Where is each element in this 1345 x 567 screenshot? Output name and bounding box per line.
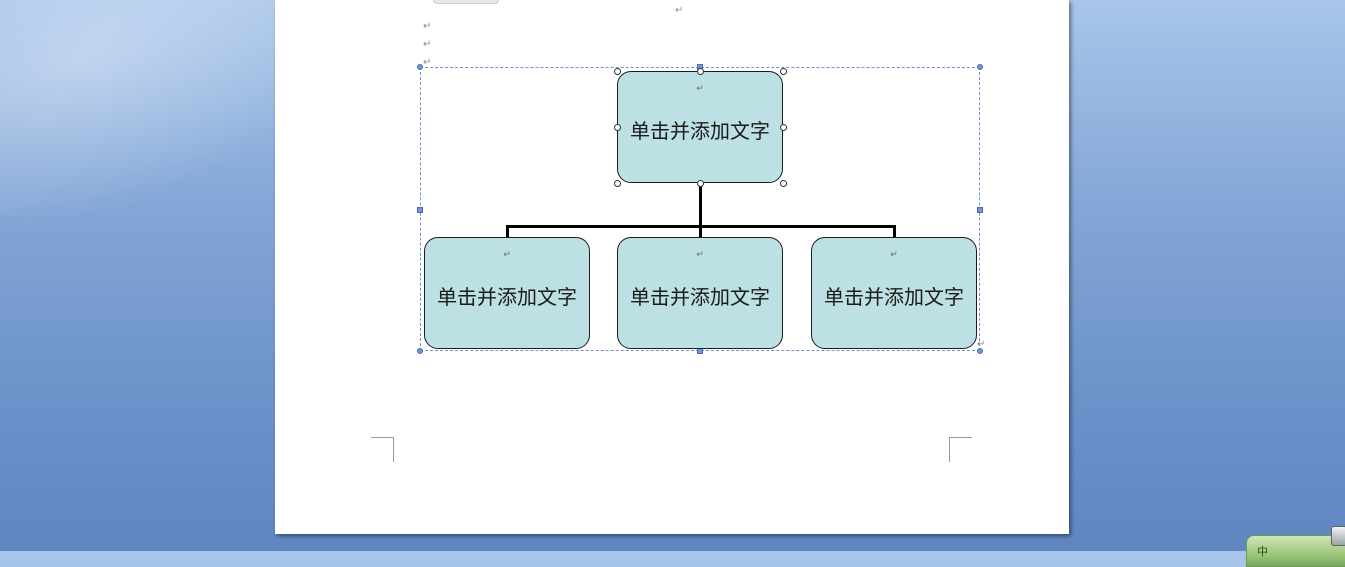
node-placeholder-text[interactable]: 单击并添加文字 <box>630 284 770 309</box>
paragraph-mark-icon: ↵ <box>890 250 898 260</box>
connector-drop-left <box>506 225 509 238</box>
page-margin-corner-right <box>949 437 972 462</box>
node-resize-handle[interactable] <box>697 180 704 187</box>
node-resize-handle[interactable] <box>780 124 787 131</box>
selection-handle-icon[interactable] <box>417 207 423 213</box>
org-chart-child-node-1[interactable]: ↵ 单击并添加文字 <box>424 237 590 349</box>
connector-drop-center <box>699 225 702 238</box>
selection-handle-icon[interactable] <box>417 64 423 70</box>
taskbar-tray[interactable]: 中 <box>1246 526 1345 567</box>
node-resize-handle[interactable] <box>614 68 621 75</box>
selection-handle-icon[interactable] <box>417 348 423 354</box>
connector-vertical-main <box>699 183 702 227</box>
tray-app-icon[interactable] <box>1331 526 1345 546</box>
node-resize-handle[interactable] <box>614 124 621 131</box>
connector-drop-right <box>893 225 896 238</box>
org-chart-child-node-3[interactable]: ↵ 单击并添加文字 <box>811 237 977 349</box>
paragraph-mark-icon: ↵ <box>423 39 432 50</box>
page-margin-corner-left <box>371 437 394 462</box>
paragraph-mark-icon: ↵ <box>675 5 684 16</box>
paragraph-mark-icon: ↵ <box>423 21 432 32</box>
node-resize-handle[interactable] <box>780 68 787 75</box>
node-placeholder-text[interactable]: 单击并添加文字 <box>824 284 964 309</box>
node-resize-handle[interactable] <box>780 180 787 187</box>
paragraph-mark-icon: ↵ <box>503 250 511 260</box>
paragraph-mark-icon: ↵ <box>423 57 432 68</box>
paragraph-mark-icon: ↵ <box>696 84 704 94</box>
smartart-org-chart[interactable]: ↵ 单击并添加文字 ↵ 单击并添加文字 ↵ 单击并添加文字 ↵ 单击并添加文字 … <box>417 64 985 354</box>
paragraph-mark-icon: ↵ <box>696 250 704 260</box>
selection-handle-icon[interactable] <box>977 207 983 213</box>
scroll-tab <box>433 0 499 4</box>
document-page[interactable]: ↵ ↵ ↵ ↵ ↵ 单击并添加文字 <box>275 0 1069 534</box>
org-chart-child-node-2[interactable]: ↵ 单击并添加文字 <box>617 237 783 349</box>
selection-handle-icon[interactable] <box>977 64 983 70</box>
node-resize-handle[interactable] <box>614 180 621 187</box>
node-placeholder-text[interactable]: 单击并添加文字 <box>437 284 577 309</box>
paragraph-mark-icon: ↵ <box>977 339 986 350</box>
node-resize-handle[interactable] <box>697 68 704 75</box>
org-chart-top-node[interactable]: ↵ 单击并添加文字 <box>614 68 787 187</box>
selection-handle-icon[interactable] <box>977 348 983 354</box>
node-placeholder-text[interactable]: 单击并添加文字 <box>630 118 770 143</box>
input-method-indicator[interactable]: 中 <box>1257 545 1268 558</box>
